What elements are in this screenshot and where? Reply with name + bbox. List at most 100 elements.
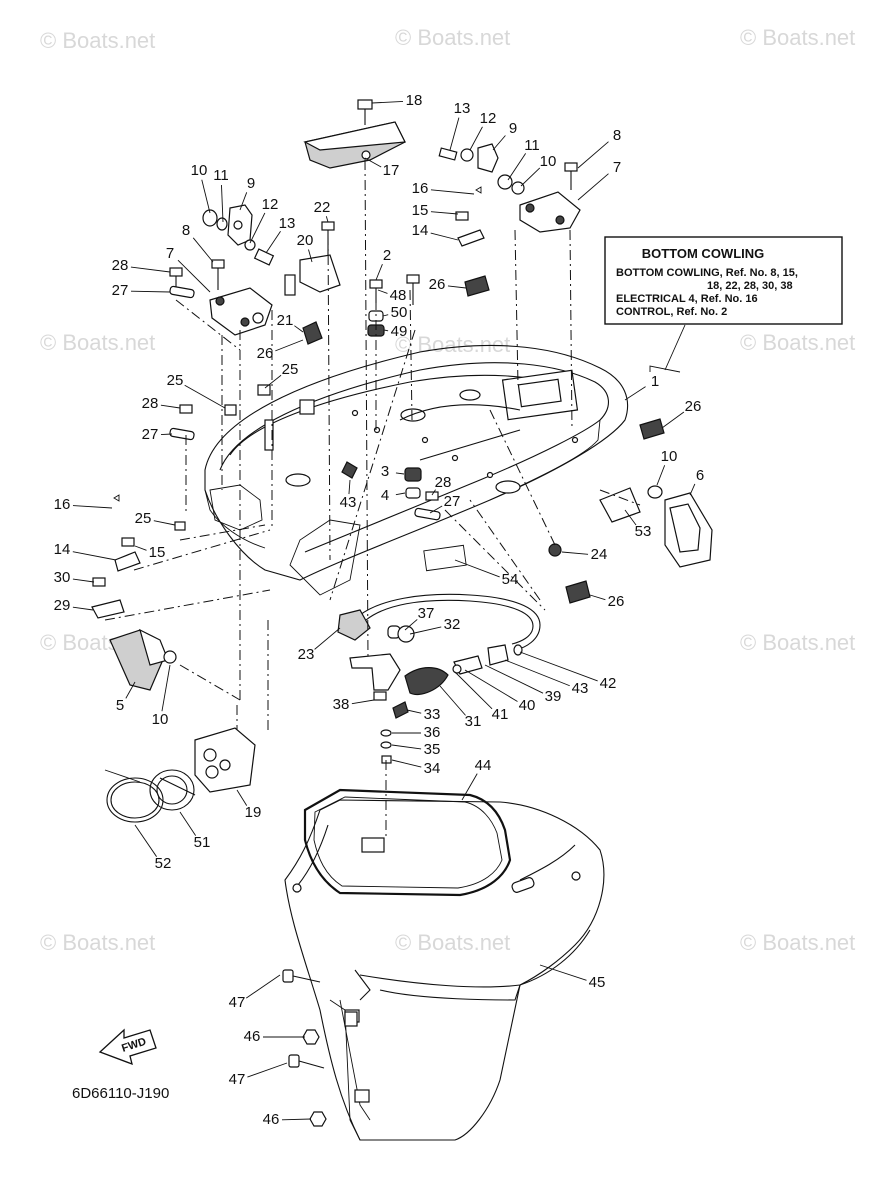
watermark: © Boats.net [40, 28, 155, 53]
callout-leader [364, 157, 382, 168]
callout-leader [383, 329, 389, 332]
callout-leader [281, 1118, 312, 1121]
callout-label: 34 [424, 760, 441, 777]
callout-label: 24 [591, 546, 608, 563]
callout-leader [484, 664, 544, 694]
callout-label: 17 [383, 162, 400, 179]
callout-label: 16 [54, 496, 71, 513]
callout-label: 53 [635, 523, 652, 540]
watermark: © Boats.net [740, 630, 855, 655]
watermark: © Boats.net [395, 25, 510, 50]
callout-label: 15 [149, 544, 166, 561]
callout-label: 50 [391, 304, 408, 321]
bottom-cowling-tray [204, 344, 629, 596]
watermarks: © Boats.net © Boats.net © Boats.net © Bo… [40, 25, 855, 955]
callout-label: 27 [142, 426, 159, 443]
callout-leader [201, 179, 211, 214]
ref-box-line: 18, 22, 28, 30, 38 [707, 280, 793, 292]
callout-leader [395, 492, 406, 496]
callout-label: 47 [229, 994, 246, 1011]
callout-leader [177, 259, 211, 293]
callout-label: 36 [424, 724, 441, 741]
callout-leader [184, 384, 226, 409]
callout-label: 47 [229, 1071, 246, 1088]
callout-leader [504, 659, 570, 687]
callout-label: 11 [524, 137, 540, 154]
watermark: © Boats.net [395, 930, 510, 955]
callout-label: 32 [444, 616, 461, 633]
callout-label: 13 [279, 215, 296, 232]
watermark: © Boats.net [740, 25, 855, 50]
callout-label: 10 [661, 448, 678, 465]
callout-leader [431, 489, 436, 496]
callout-leader [382, 314, 389, 317]
callout-label: 9 [247, 175, 255, 192]
callout-label: 35 [424, 741, 441, 758]
callout-leader [404, 619, 418, 631]
callout-leader [391, 759, 422, 768]
callout-label: 2 [383, 247, 391, 264]
callout-leader [391, 744, 422, 750]
ref-box-line: BOTTOM COWLING, Ref. No. 8, 15, [616, 267, 798, 279]
callout-leader [464, 669, 518, 702]
callout-leader [624, 386, 646, 401]
callout-label: 10 [152, 711, 169, 728]
callout-leader [130, 266, 171, 273]
callout-label: 41 [492, 706, 509, 723]
callout-label: 26 [608, 593, 625, 610]
callout-label: 26 [685, 398, 702, 415]
callout-leader [406, 709, 422, 714]
callout-leader [153, 520, 176, 526]
callout-leader [72, 551, 117, 561]
callout-leader [430, 232, 459, 241]
callout-label: 21 [277, 312, 294, 329]
callout-label: 42 [600, 675, 617, 692]
callout-leader [430, 211, 459, 215]
callout-leader [247, 1062, 288, 1078]
callout-leader [160, 404, 181, 409]
callout-leader [439, 685, 466, 716]
watermark: © Boats.net [40, 330, 155, 355]
watermark: © Boats.net [740, 330, 855, 355]
callout-leader [624, 509, 637, 526]
callout-leader [264, 374, 282, 389]
callout-leader [430, 189, 475, 195]
callout-label: 8 [613, 127, 621, 144]
callout-label: 54 [502, 571, 519, 588]
callout-leader [275, 339, 304, 352]
callout-label: 10 [191, 162, 208, 179]
reference-box: BOTTOM COWLING BOTTOM COWLING, Ref. No. … [604, 236, 843, 373]
callout-label: 18 [406, 92, 423, 109]
callout-label: 7 [166, 245, 174, 262]
callout-leader [461, 773, 478, 801]
callout-leader [577, 173, 609, 201]
callout-leader [589, 594, 606, 601]
callout-label: 23 [298, 646, 315, 663]
callout-leader [656, 465, 666, 486]
watermark: © Boats.net [740, 930, 855, 955]
callout-leader [314, 627, 341, 650]
callout-leader [351, 699, 375, 705]
callout-label: 48 [390, 287, 407, 304]
leader-lines [104, 159, 641, 840]
callout-label: 26 [429, 276, 446, 293]
callout-leader [130, 290, 171, 293]
callout-label: 16 [412, 180, 429, 197]
callout-label: 33 [424, 706, 441, 723]
callout-leader [519, 651, 598, 682]
callout-label: 4 [381, 487, 389, 504]
callout-leader [245, 974, 281, 999]
callout-leader [308, 249, 313, 263]
gasket-44 [303, 788, 512, 897]
callout-label: 14 [54, 541, 71, 558]
callout-leader [454, 559, 500, 578]
diagram-code: 6D66110-J190 [72, 1085, 169, 1102]
ref-box-line: ELECTRICAL 4, Ref. No. 16 [616, 293, 758, 305]
callout-lines [72, 100, 696, 1121]
plate-17 [303, 99, 406, 169]
right-parts [414, 275, 713, 604]
callout-label: 19 [245, 804, 262, 821]
callout-leader [236, 789, 248, 806]
callout-label: 15 [412, 202, 429, 219]
callout-leader [134, 545, 147, 551]
